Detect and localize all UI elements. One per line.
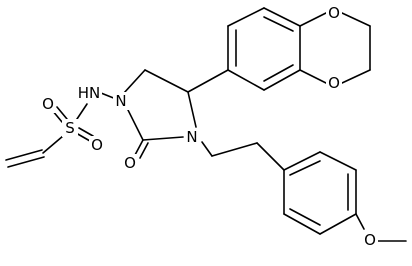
- atom-label-n3: N: [186, 128, 197, 146]
- bonds: [5, 7, 407, 242]
- bond-bd-6: [227, 69, 265, 91]
- bond-bd-5: [263, 69, 301, 91]
- atom-o-s2: O: [89, 136, 105, 154]
- bond-vinyl-double-2: [7, 156, 45, 168]
- bond-mp-2: [319, 151, 357, 171]
- atom-label-o-s2: O: [91, 136, 103, 154]
- atom-nh: HN: [76, 84, 102, 102]
- bond-bd-2: [227, 7, 265, 27]
- atom-label-o-dioxin2: O: [328, 74, 340, 92]
- bond-mp-1: [283, 151, 321, 171]
- bond-c-o-double-b: [139, 142, 149, 159]
- bond-ch2-ch: [144, 69, 189, 93]
- bond-n3-ch2a: [201, 141, 213, 157]
- bond-c-o-double-a: [134, 139, 144, 156]
- bond-co-n1: [125, 105, 144, 141]
- atom-n1: N: [113, 92, 129, 110]
- bond-dx-5: [299, 69, 327, 84]
- atom-label-nh: HN: [78, 84, 101, 102]
- bond-dx-4: [341, 69, 371, 84]
- bond-mp-1-inner: [289, 160, 321, 176]
- bond-aryl-o-methoxy: [355, 213, 365, 230]
- atom-label-s: S: [65, 119, 75, 137]
- bond-vinyl-double-1: [5, 149, 43, 161]
- bond-bd-3-inner: [263, 16, 294, 32]
- bond-s-o-lower-b: [78, 127, 94, 137]
- bond-bd-5-inner: [263, 64, 294, 82]
- atom-o-methoxy: O: [362, 231, 378, 249]
- bond-ch-aryl: [187, 69, 229, 93]
- atom-label-o-methoxy: O: [364, 231, 376, 249]
- atom-n3: N: [184, 128, 200, 146]
- bond-ch2a-ch2b: [211, 142, 258, 157]
- bond-bd-3: [263, 7, 301, 27]
- bond-ch2b-aryl: [256, 142, 285, 171]
- bond-n3-co: [142, 136, 184, 141]
- atom-label-o-dioxin1: O: [328, 4, 340, 22]
- bond-s-o-lower-a: [75, 132, 91, 142]
- atom-o-dioxin1: O: [326, 4, 342, 22]
- bond-mp-5-inner: [289, 208, 321, 226]
- bond-mp-4: [319, 213, 357, 235]
- atom-s: S: [62, 119, 78, 137]
- atom-o-dioxin2: O: [326, 74, 342, 92]
- atom-labels: HN N N S O O O O: [40, 4, 378, 249]
- atom-label-n1: N: [115, 92, 126, 110]
- atom-o-carbonyl: O: [122, 154, 138, 172]
- atom-o-s1: O: [40, 95, 56, 113]
- bond-vinyl-s: [42, 135, 64, 154]
- bond-dx-2: [341, 12, 371, 27]
- bond-dx-1: [299, 12, 327, 27]
- bond-mp-5: [283, 213, 321, 235]
- atom-label-o-carbonyl: O: [124, 154, 136, 172]
- bond-ch-n3: [187, 91, 197, 128]
- bond-n1-ch2: [123, 69, 146, 94]
- bond-s-o-upper-b: [56, 106, 68, 120]
- atom-label-o-s1: O: [42, 95, 54, 113]
